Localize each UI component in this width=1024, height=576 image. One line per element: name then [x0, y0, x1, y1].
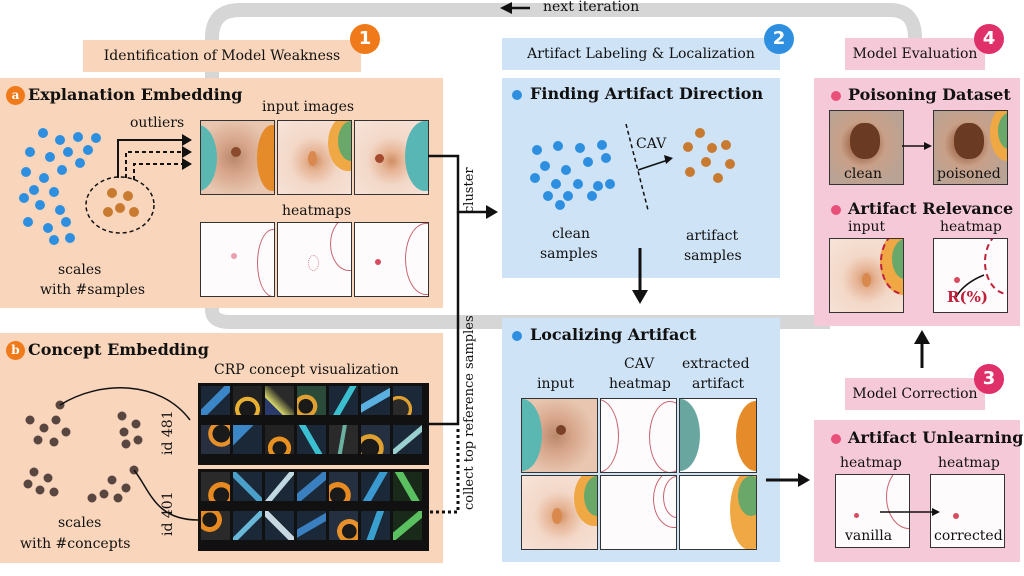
- input-image-2: [277, 120, 352, 195]
- heatmaps-label: heatmaps: [282, 203, 352, 219]
- localizing-input-2: [521, 475, 598, 550]
- crp-grid-481: [198, 383, 429, 465]
- localizing-col-cav-2: heatmap: [609, 376, 671, 392]
- relevance-heatmap-image: [933, 238, 1008, 313]
- input-image-1: [200, 120, 275, 195]
- stage-2-badge: 2: [764, 24, 794, 54]
- direction-bullet: [512, 90, 522, 100]
- unlearning-corrected-image: [930, 474, 1005, 548]
- poisoning-clean-label: clean: [844, 166, 882, 182]
- localizing-title: Localizing Artifact: [530, 325, 697, 344]
- relevance-input-label: input: [848, 219, 886, 235]
- unlearning-bullet: [831, 434, 841, 444]
- stage-3-label: Model Correction: [845, 378, 985, 410]
- unlearning-vanilla-label: vanilla: [845, 528, 893, 544]
- relevance-measure: R(%): [947, 288, 988, 306]
- poisoning-clean-image: [829, 110, 904, 185]
- input-images-label: input images: [262, 99, 355, 115]
- concept-scales-1: scales: [58, 515, 102, 531]
- stage-3-badge: 3: [974, 364, 1004, 394]
- poisoning-title: Poisoning Dataset: [848, 85, 1011, 104]
- unlearning-title: Artifact Unlearning: [848, 428, 1024, 447]
- unlearning-corrected-label: corrected: [934, 528, 1003, 544]
- localizing-heatmap-1: [600, 398, 677, 473]
- stage-1-label: Identification of Model Weakness: [83, 40, 361, 72]
- artifact-samples-2: samples: [684, 248, 742, 264]
- unlearning-heatmap-2-label: heatmap: [938, 455, 1000, 471]
- concept-scales-2: with #concepts: [20, 536, 131, 552]
- explanation-marker: a: [6, 86, 25, 105]
- explanation-scales-2: with #samples: [40, 282, 145, 298]
- outliers-label: outliers: [130, 115, 185, 131]
- crp-grid-401: [198, 469, 429, 551]
- poisoning-bullet: [831, 91, 841, 101]
- stage-1-badge: 1: [350, 24, 380, 54]
- unlearning-vanilla-image: [835, 474, 910, 548]
- localizing-col-extracted-2: artifact: [692, 376, 745, 392]
- explanation-scales-1: scales: [58, 262, 102, 278]
- relevance-bullet: [831, 205, 841, 215]
- relevance-heatmap-label: heatmap: [940, 219, 1002, 235]
- localizing-extracted-1: [679, 398, 757, 473]
- heatmap-2: [277, 222, 352, 297]
- input-image-3: [354, 120, 429, 195]
- localizing-input-1: [521, 398, 598, 473]
- localizing-extracted-2: [679, 475, 757, 550]
- cav-label: CAV: [636, 136, 667, 152]
- localizing-col-cav-1: CAV: [624, 356, 655, 372]
- crp-label: CRP concept visualization: [214, 362, 399, 378]
- heatmap-1: [200, 222, 275, 297]
- poisoning-poisoned-image: [933, 110, 1008, 185]
- relevance-input-image: [829, 238, 904, 313]
- heatmap-3: [354, 222, 429, 297]
- clean-samples-2: samples: [540, 246, 598, 262]
- artifact-samples-1: artifact: [686, 228, 739, 244]
- unlearning-heatmap-1-label: heatmap: [840, 455, 902, 471]
- localizing-heatmap-2: [600, 475, 677, 550]
- direction-title: Finding Artifact Direction: [530, 84, 764, 103]
- relevance-title: Artifact Relevance: [848, 199, 1014, 218]
- stage-4-badge: 4: [974, 24, 1004, 54]
- stage-2-label: Artifact Labeling & Localization: [502, 38, 780, 70]
- stage-4-label: Model Evaluation: [845, 38, 985, 70]
- poisoning-poisoned-label: poisoned: [937, 166, 1001, 182]
- localizing-col-input: input: [537, 376, 575, 392]
- localizing-bullet: [512, 331, 522, 341]
- explanation-title: Explanation Embedding: [28, 85, 243, 104]
- next-iteration-label: next iteration: [543, 0, 640, 15]
- artifact-direction-panel: [502, 78, 780, 278]
- localizing-col-extracted-1: extracted: [682, 356, 750, 372]
- clean-samples-1: clean: [552, 226, 590, 242]
- concept-title: Concept Embedding: [28, 340, 209, 359]
- concept-marker: b: [6, 341, 25, 360]
